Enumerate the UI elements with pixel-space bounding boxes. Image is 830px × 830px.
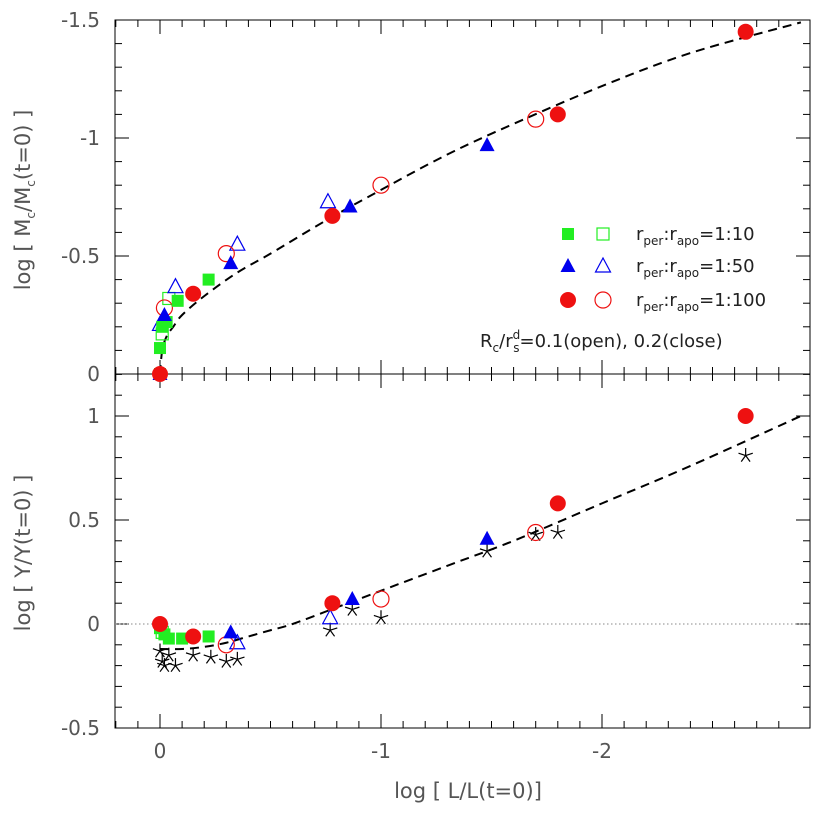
legend [560,227,612,309]
bottom-point-star [168,658,183,673]
bottom-y-axis-label: log [ Υ/Υ(t=0) ] [11,475,35,632]
top-markers-layer [151,23,754,382]
bottom-point-star [185,647,201,662]
legend-symbol-triangle [560,258,576,272]
top-point-triangle [479,137,495,152]
bottom-point-star [479,543,495,558]
bottom-point-open-triangle [321,608,339,625]
bottom-panel-frame [114,373,811,729]
bottom-point-star [738,448,753,462]
top-point-open-triangle [166,277,184,294]
top-ytick-label-3: -1.5 [61,8,100,32]
top-point-open-circle [372,176,390,194]
bottom-point-triangle [479,530,495,545]
bottom-point-star [152,643,168,658]
top-point-open-triangle [319,192,337,209]
bottom-point-star [322,622,338,637]
legend-symbol-square [562,228,574,240]
top-point-circle [324,207,341,224]
top-point-open-circle [217,245,235,263]
xtick-label-0: 0 [154,739,167,763]
bottom-point-star [161,647,177,662]
top-point-triangle [342,198,358,213]
legend-symbol-open-circle [594,291,612,309]
legend-label-1: rper:rapo=1:10 [636,224,755,248]
bottom-point-square [176,632,189,645]
top-point-circle [549,106,566,123]
bottom-point-circle [324,595,341,612]
top-point-circle [152,366,168,382]
bottom-ytick-label-2: 0.5 [68,508,100,532]
bottom-ytick-label-1: 0 [87,612,100,636]
top-fit-curve-layer [159,21,802,374]
bottom-point-star [230,651,245,666]
bottom-point-circle [737,408,754,424]
top-point-open-triangle [228,234,246,251]
legend-label-2: rper:rapo=1:50 [636,256,755,280]
bottom-point-open-circle [372,590,390,608]
bottom-point-star [203,649,219,664]
x-axis-label: log [ L/L(t=0)] [394,779,542,803]
bottom-point-open-circle [527,523,545,542]
bottom-point-circle [152,616,168,632]
bottom-point-circle [549,495,566,512]
xtick-label-2: -2 [592,739,612,763]
bottom-fit-curve-layer [159,415,802,651]
top-panel-frame [114,19,811,375]
ticks-layer [115,19,810,729]
top-point-square [202,273,215,286]
top-point-triangle [223,255,239,270]
bottom-ytick-label-3: 1 [87,404,100,428]
legend-label-3: rper:rapo=1:100 [636,290,766,314]
bottom-fit-curve [159,415,802,651]
bottom-markers-layer [152,408,754,673]
top-y-axis-label: log [ Mc/Mc(t=0) ] [11,110,38,291]
top-point-circle [737,23,754,40]
bottom-point-square [202,630,215,643]
xtick-label-1: -1 [371,739,391,763]
bottom-point-star [218,653,234,668]
bottom-point-square [162,632,175,645]
bottom-point-circle [185,628,202,645]
top-fit-curve [159,21,802,374]
top-point-open-circle [527,110,545,128]
legend-symbol-circle [560,292,576,308]
top-point-square [171,294,184,307]
legend-symbol-open-triangle [594,256,612,273]
bottom-point-star [550,524,566,539]
top-point-triangle [156,307,172,321]
bottom-point-triangle [344,591,360,606]
bottom-ytick-label-0: -0.5 [61,716,100,740]
bottom-point-star [373,610,389,625]
bottom-point-triangle [223,624,239,639]
top-point-square [154,342,166,355]
legend-symbol-open-square [596,227,610,241]
top-ytick-label-0: 0 [87,362,100,386]
top-ytick-label-2: -1 [80,126,100,150]
top-point-circle [185,285,202,302]
top-ytick-label-1: -0.5 [61,244,100,268]
